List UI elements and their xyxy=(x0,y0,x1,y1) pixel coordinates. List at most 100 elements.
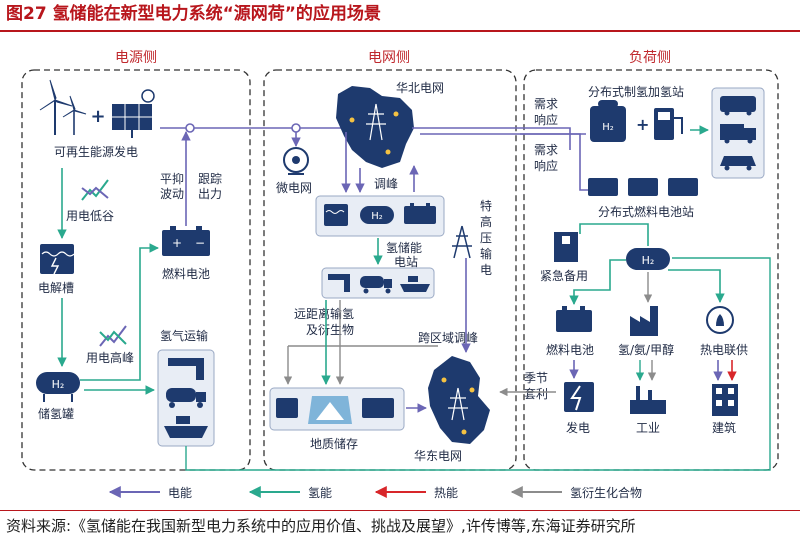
electrolyzer-label: 电解槽 xyxy=(38,281,74,295)
ld-pipeline-icon xyxy=(328,274,350,292)
demand-response-2b: 响应 xyxy=(534,158,558,173)
demand-response-2a: 需求 xyxy=(534,143,558,157)
section-grid-label: 电网侧 xyxy=(368,50,410,66)
uhv-char-3: 压 xyxy=(480,231,492,245)
legend-derivative-label: 氢衍生化合物 xyxy=(570,485,642,500)
legend-hydrogen-label: 氢能 xyxy=(308,485,332,500)
h2-tank-label: 储氢罐 xyxy=(38,406,74,421)
hydrogen-products-label: 氢/氨/甲醇 xyxy=(618,342,674,357)
load-fuel-cell-label: 燃料电池 xyxy=(546,342,594,357)
plus-icon: + xyxy=(90,106,105,127)
east-grid-map-icon xyxy=(428,356,490,444)
svg-text:−: − xyxy=(195,236,205,250)
fuel-cell-label-source: 燃料电池 xyxy=(162,266,210,281)
microgrid-icon xyxy=(283,147,309,175)
trend-down-icon xyxy=(81,179,109,201)
industry-icon xyxy=(630,386,666,414)
pipeline-icon xyxy=(168,358,204,380)
building-icon xyxy=(712,384,738,416)
station-electrolyzer-icon xyxy=(324,204,348,226)
h2-station-label-1: 氢储能 xyxy=(386,240,422,255)
ld-truck-icon xyxy=(360,276,392,294)
electrolyzer-icon xyxy=(40,244,75,275)
smooth-fluct-line2: 波动 xyxy=(160,187,184,201)
station-battery-icon xyxy=(404,203,436,224)
north-grid-tower-icon xyxy=(366,103,386,141)
load-h2-text: H₂ xyxy=(642,254,655,267)
legend-heat-label: 热能 xyxy=(434,486,458,500)
wind-turbine-icon xyxy=(39,79,87,135)
load-fuel-cell-icon xyxy=(556,306,592,332)
demand-response-1b: 响应 xyxy=(534,112,558,127)
uhv-char-4: 输 xyxy=(480,246,492,261)
geo-electrolyzer-icon xyxy=(276,398,298,418)
station-h2-text: H₂ xyxy=(371,211,383,222)
chp-icon xyxy=(706,306,734,334)
microgrid-label: 微电网 xyxy=(276,181,312,195)
track-output-line2: 出力 xyxy=(198,187,222,201)
refuel-tank-icon: H₂ xyxy=(590,100,626,142)
seasonal-label-2: 套利 xyxy=(524,387,548,401)
h2-station-label-2: 电站 xyxy=(394,255,418,269)
load-panel xyxy=(523,69,779,471)
trend-up-icon xyxy=(99,325,127,347)
seasonal-label-1: 季节 xyxy=(524,371,548,385)
solar-panel-icon xyxy=(112,89,155,138)
fc-station-batteries-icon xyxy=(588,178,698,196)
demand-response-1a: 需求 xyxy=(534,97,558,111)
source-rule xyxy=(0,510,800,511)
track-output-line1: 跟踪 xyxy=(198,172,222,186)
north-grid-label: 华北电网 xyxy=(396,81,444,95)
long-distance-label-1: 远距离输氢 xyxy=(294,306,354,321)
h2-tank-icon: H₂ xyxy=(36,372,80,402)
legend-electric-label: 电能 xyxy=(168,486,192,500)
plus-icon-refuel: + xyxy=(636,115,649,134)
factory-icon xyxy=(630,306,658,336)
h2-tank-text: H₂ xyxy=(52,378,65,391)
uhv-char-1: 特 xyxy=(480,198,492,213)
h2-transport-label: 氢气运输 xyxy=(160,328,208,343)
east-grid-tower-icon xyxy=(448,387,468,421)
cross-region-label: 跨区域调峰 xyxy=(418,331,478,345)
ship-icon xyxy=(164,416,208,438)
station-h2-tank-icon: H₂ xyxy=(360,206,394,224)
power-gen-label: 发电 xyxy=(566,420,590,435)
tanker-truck-icon xyxy=(166,388,206,408)
building-label: 建筑 xyxy=(712,420,736,435)
svg-text:+: + xyxy=(172,236,182,250)
source-citation: 资料来源:《氢储能在我国新型电力系统中的应用价值、挑战及展望》,许传博等,东海证… xyxy=(6,517,636,535)
fuel-cell-battery-icon-source: + − xyxy=(162,226,210,256)
renewable-label: 可再生能源发电 xyxy=(54,144,138,159)
figure-title: 图27 氢储能在新型电力系统“源网荷”的应用场景 xyxy=(6,4,381,24)
section-load-label: 负荷侧 xyxy=(629,50,671,66)
smooth-fluct-line1: 平抑 xyxy=(160,171,184,186)
truck-icon xyxy=(720,124,756,144)
uhv-tower-icon xyxy=(452,225,472,259)
fc-station-label: 分布式燃料电池站 xyxy=(598,204,694,219)
bus-icon xyxy=(720,96,756,116)
ld-ship-icon xyxy=(400,276,430,292)
long-distance-label-2: 及衍生物 xyxy=(306,323,354,337)
power-gen-icon xyxy=(564,382,594,412)
chp-label: 热电联供 xyxy=(700,343,748,357)
uhv-char-5: 电 xyxy=(480,263,492,277)
load-h2-tank-icon: H₂ xyxy=(626,248,670,270)
uhv-char-2: 高 xyxy=(480,214,492,229)
fuel-pump-icon xyxy=(654,108,683,140)
refuel-h2-text: H₂ xyxy=(602,122,614,133)
low-demand-label: 用电低谷 xyxy=(66,209,114,223)
source-panel xyxy=(21,69,251,471)
emergency-label: 紧急备用 xyxy=(540,268,588,283)
car-icon xyxy=(720,156,756,171)
geo-storage-label: 地质储存 xyxy=(310,436,358,451)
h2-refuel-label: 分布式制氢加氢站 xyxy=(588,84,684,99)
title-rule xyxy=(0,30,800,32)
industry-label: 工业 xyxy=(636,421,660,435)
emergency-building-icon xyxy=(554,232,578,262)
east-grid-label: 华东电网 xyxy=(414,449,462,463)
geo-battery-icon xyxy=(362,398,394,418)
north-grid-map-icon xyxy=(336,86,414,168)
hydrogen-storage-diagram: 电源侧 电网侧 负荷侧 + 可再生能源发电 用电低谷 电解槽 平抑 波动 跟踪 … xyxy=(21,50,779,500)
high-demand-label: 用电高峰 xyxy=(86,350,134,365)
section-source-label: 电源侧 xyxy=(115,50,157,66)
